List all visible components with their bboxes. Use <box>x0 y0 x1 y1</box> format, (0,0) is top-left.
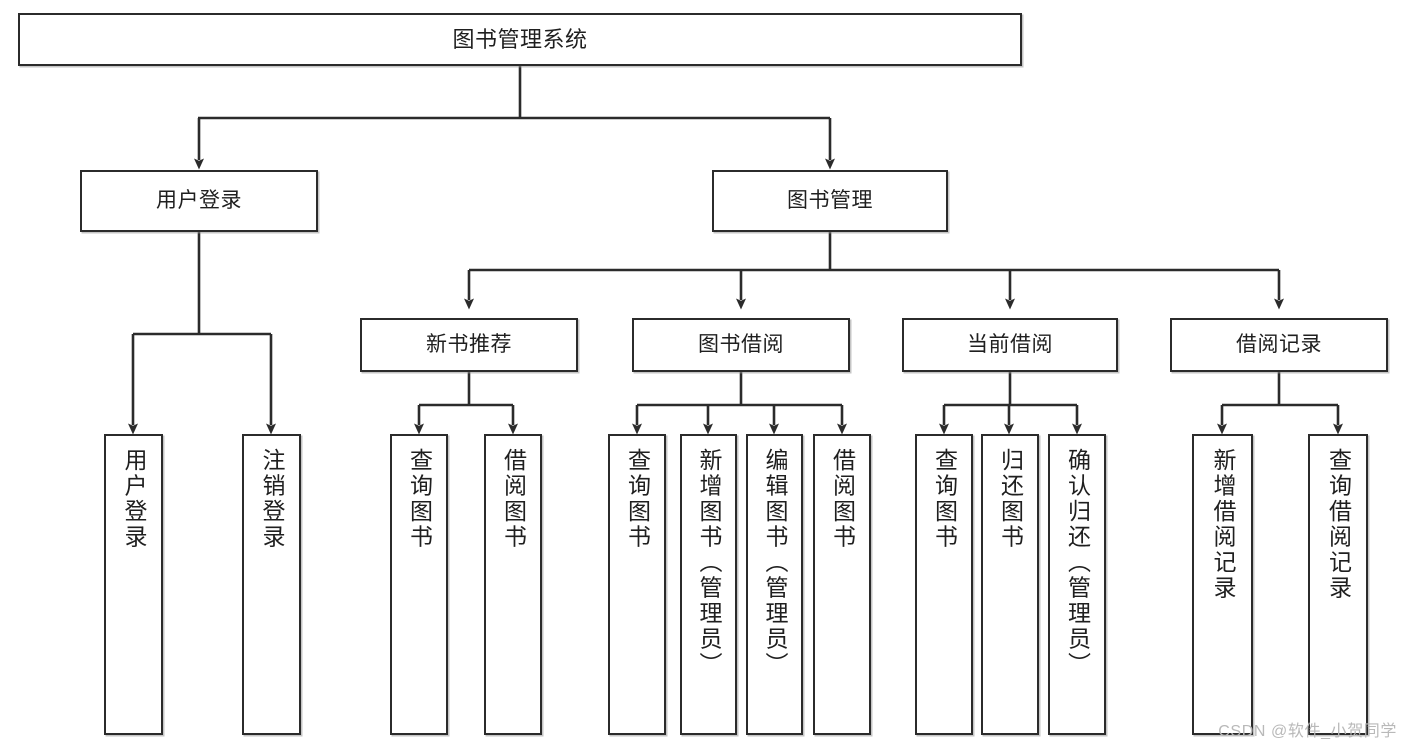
node-leaf-query-book-3-label: 查询图书 <box>931 448 958 550</box>
node-current-borrow-label: 当前借阅 <box>967 332 1053 356</box>
node-leaf-borrow-book-2-label: 借阅图书 <box>829 448 856 550</box>
node-leaf-query-book-2[interactable]: 查询图书 <box>608 434 666 735</box>
node-book-borrow-label: 图书借阅 <box>698 332 784 356</box>
node-leaf-add-borrow-record[interactable]: 新增借阅记录 <box>1192 434 1253 735</box>
node-leaf-borrow-book-1[interactable]: 借阅图书 <box>484 434 542 735</box>
node-leaf-query-book-2-label: 查询图书 <box>624 448 651 550</box>
node-leaf-user-login[interactable]: 用户登录 <box>104 434 163 735</box>
node-borrow-record[interactable]: 借阅记录 <box>1170 318 1388 372</box>
node-user-login[interactable]: 用户登录 <box>80 170 318 232</box>
node-current-borrow[interactable]: 当前借阅 <box>902 318 1118 372</box>
node-leaf-edit-book-admin[interactable]: 编辑图书（管理员） <box>746 434 803 735</box>
node-root-label: 图书管理系统 <box>452 26 588 52</box>
node-leaf-query-book-1-label: 查询图书 <box>406 448 433 550</box>
watermark-text: CSDN @软件_小贺同学 <box>1218 723 1397 740</box>
node-new-book-recommend-label: 新书推荐 <box>426 332 512 356</box>
node-leaf-confirm-return-admin-label: 确认归还（管理员） <box>1064 448 1091 678</box>
node-leaf-logout-login[interactable]: 注销登录 <box>242 434 301 735</box>
node-leaf-user-login-label: 用户登录 <box>121 448 147 550</box>
node-leaf-return-book-label: 归还图书 <box>997 448 1024 550</box>
node-leaf-logout-login-label: 注销登录 <box>259 448 285 550</box>
node-root[interactable]: 图书管理系统 <box>18 13 1022 66</box>
node-book-management-label: 图书管理 <box>787 188 873 212</box>
node-leaf-query-book-3[interactable]: 查询图书 <box>915 434 973 735</box>
node-leaf-confirm-return-admin[interactable]: 确认归还（管理员） <box>1048 434 1106 735</box>
node-leaf-borrow-book-1-label: 借阅图书 <box>500 448 527 550</box>
node-leaf-query-borrow-record-label: 查询借阅记录 <box>1325 448 1352 601</box>
node-book-management[interactable]: 图书管理 <box>712 170 948 232</box>
node-leaf-edit-book-admin-label: 编辑图书（管理员） <box>762 448 788 678</box>
node-leaf-add-borrow-record-label: 新增借阅记录 <box>1210 448 1236 601</box>
node-leaf-borrow-book-2[interactable]: 借阅图书 <box>813 434 871 735</box>
node-new-book-recommend[interactable]: 新书推荐 <box>360 318 578 372</box>
node-leaf-query-book-1[interactable]: 查询图书 <box>390 434 448 735</box>
node-leaf-add-book-admin-label: 新增图书（管理员） <box>696 448 722 678</box>
node-leaf-add-book-admin[interactable]: 新增图书（管理员） <box>680 434 737 735</box>
node-user-login-label: 用户登录 <box>156 188 242 212</box>
node-leaf-query-borrow-record[interactable]: 查询借阅记录 <box>1308 434 1368 735</box>
node-leaf-return-book[interactable]: 归还图书 <box>981 434 1039 735</box>
node-borrow-record-label: 借阅记录 <box>1236 332 1322 356</box>
node-book-borrow[interactable]: 图书借阅 <box>632 318 850 372</box>
